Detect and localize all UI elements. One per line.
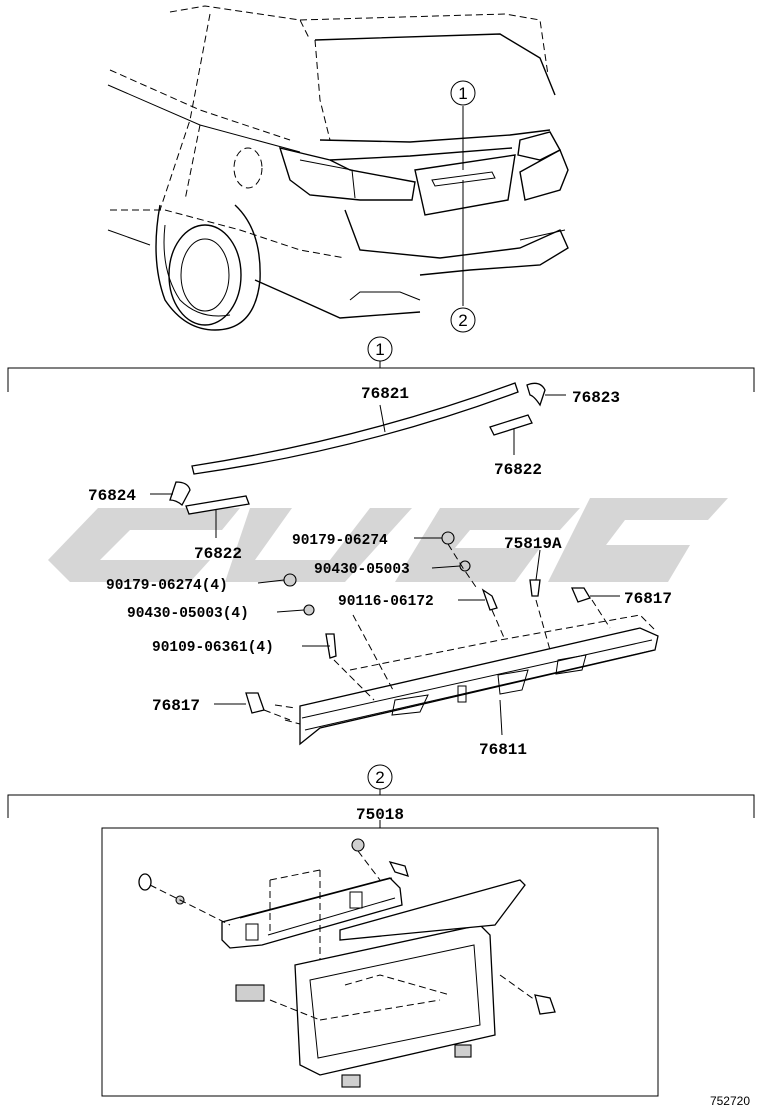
label-76817-left: 76817 [152, 697, 200, 715]
label-90179-lower: 90179-06274(4) [106, 578, 228, 594]
washer-90430-lower [303, 604, 315, 616]
screw-90109 [325, 633, 337, 659]
leaders-section-1 [150, 394, 620, 736]
piece-76824 [169, 481, 191, 507]
label-76817-right: 76817 [624, 590, 672, 608]
callout-2-top: 2 [458, 311, 467, 330]
label-76822-lower: 76822 [194, 545, 242, 563]
figure-id: 752720 [710, 1094, 750, 1108]
clip-76817-left [245, 692, 265, 714]
license-plate-bracket-assembly [138, 838, 556, 1088]
label-76823: 76823 [572, 389, 620, 407]
section-1-frame [7, 336, 755, 392]
dashed-alignment-lines [263, 543, 611, 721]
label-75018: 75018 [356, 806, 404, 824]
nut-90179-upper [441, 531, 455, 545]
label-75819A: 75819A [504, 535, 562, 553]
label-76824: 76824 [88, 487, 136, 505]
tape-76822-upper [489, 414, 533, 436]
piece-76823 [526, 382, 546, 407]
bolt-90116 [481, 588, 498, 611]
label-90430-upper: 90430-05003 [314, 562, 410, 578]
label-76822-upper: 76822 [494, 461, 542, 479]
section-1-callout: 1 [375, 340, 384, 359]
label-90179-upper: 90179-06274 [292, 533, 388, 549]
label-90116: 90116-06172 [338, 594, 434, 610]
garnish-76811 [274, 614, 659, 746]
label-90430-lower: 90430-05003(4) [127, 606, 249, 622]
label-76811: 76811 [479, 741, 527, 759]
section-2-callout: 2 [375, 768, 384, 787]
callout-1-top: 1 [458, 84, 467, 103]
section-2-frame [7, 764, 755, 1097]
vehicle-rear-illustration [107, 5, 569, 333]
watermark-logo [48, 498, 728, 582]
molding-76821 [191, 382, 519, 475]
label-76821: 76821 [361, 385, 409, 403]
nut-90179-lower [283, 573, 297, 587]
tape-76822-lower [185, 495, 250, 515]
clip-76817-right [571, 587, 591, 603]
clip-75819A [529, 579, 541, 597]
label-90109: 90109-06361(4) [152, 640, 274, 656]
